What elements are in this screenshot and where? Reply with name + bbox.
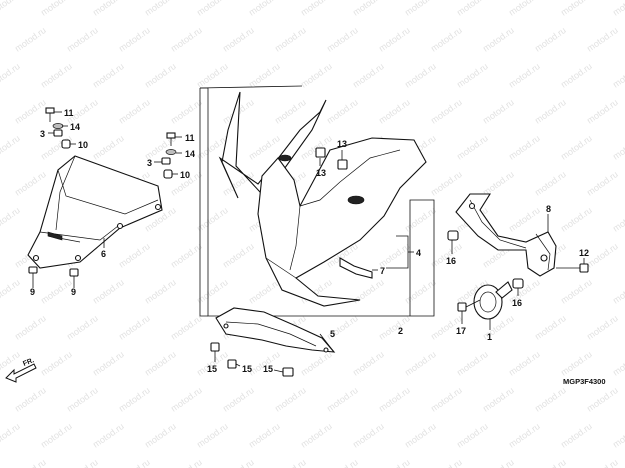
screw-11-center[interactable] — [166, 132, 176, 146]
horn[interactable] — [473, 281, 513, 320]
callout-6: 6 — [101, 249, 106, 259]
screw-15-a[interactable] — [210, 342, 220, 352]
nut-3-left[interactable] — [53, 129, 63, 137]
callout-11: 11 — [64, 108, 74, 118]
cowl-grille[interactable] — [339, 257, 373, 279]
well-nut-10-left[interactable] — [61, 139, 71, 149]
callout-15: 15 — [207, 364, 217, 374]
callout-11: 11 — [185, 133, 195, 143]
screw-11-left[interactable] — [45, 107, 55, 122]
callout-7: 7 — [380, 266, 385, 276]
front-direction-arrow: FR. — [5, 357, 37, 383]
callout-14: 14 — [185, 149, 195, 159]
front-label: FR. — [22, 357, 35, 368]
callout-10: 10 — [78, 140, 88, 150]
callout-4: 4 — [416, 248, 421, 258]
well-nut-10-center[interactable] — [163, 169, 173, 179]
screw-15-b[interactable] — [227, 359, 237, 369]
callout-5: 5 — [330, 329, 335, 339]
clip-13-b[interactable] — [337, 159, 348, 170]
windscreen[interactable] — [27, 155, 163, 269]
callout-2: 2 — [398, 326, 403, 336]
callout-14: 14 — [70, 122, 80, 132]
bolt-12[interactable] — [556, 263, 589, 273]
callout-16: 16 — [446, 256, 456, 266]
callout-labels: 11 14 3 10 6 9 9 11 14 3 10 13 13 4 7 2 … — [30, 108, 589, 374]
callout-16: 16 — [512, 298, 522, 308]
callout-17: 17 — [456, 326, 466, 336]
callout-15: 15 — [242, 364, 252, 374]
nut-16-left[interactable] — [447, 230, 459, 241]
washer-14-center[interactable] — [165, 149, 177, 155]
callout-10: 10 — [180, 170, 190, 180]
callout-12: 12 — [579, 248, 589, 258]
upper-cowl-frame-line — [199, 85, 303, 317]
screw-9-left-b[interactable] — [69, 268, 79, 283]
screw-9-left-a[interactable] — [28, 266, 38, 283]
clip-13-a[interactable] — [315, 147, 326, 158]
cowl-stay[interactable] — [455, 193, 557, 277]
callout-3: 3 — [147, 158, 152, 168]
callout-9: 9 — [30, 287, 35, 297]
leader-lines — [32, 111, 585, 373]
upper-cowl[interactable] — [257, 137, 427, 307]
callout-9: 9 — [71, 287, 76, 297]
nut-16-right[interactable] — [512, 278, 524, 289]
callout-8: 8 — [546, 204, 551, 214]
callout-13: 13 — [337, 139, 347, 149]
callout-3: 3 — [40, 129, 45, 139]
nut-3-center[interactable] — [161, 157, 171, 165]
screw-15-c[interactable] — [282, 367, 294, 377]
callout-13: 13 — [316, 168, 326, 178]
diagram-code: MGP3F4300 — [563, 377, 606, 386]
inner-cowl[interactable] — [215, 307, 336, 353]
callout-15: 15 — [263, 364, 273, 374]
washer-14-left[interactable] — [52, 123, 64, 129]
upper-cowl-frame — [200, 87, 435, 317]
callout-1: 1 — [487, 332, 492, 342]
